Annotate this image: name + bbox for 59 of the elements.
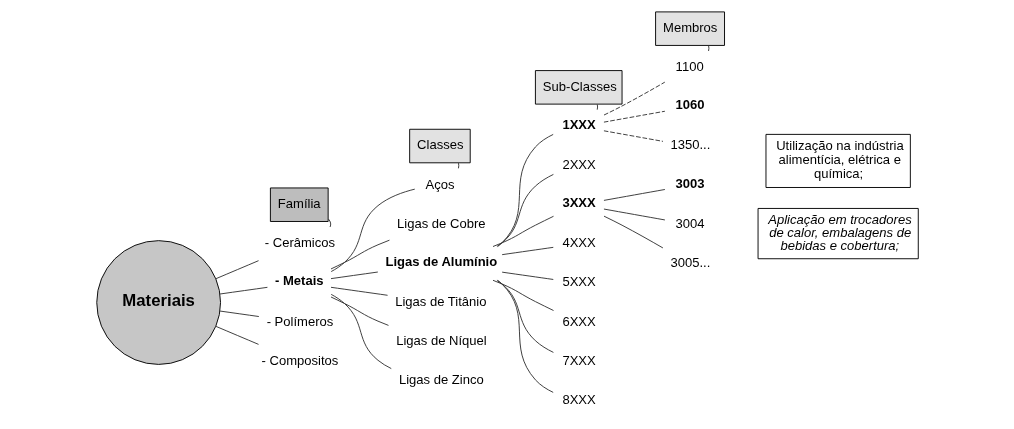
connector	[501, 271, 554, 280]
connector	[492, 279, 554, 311]
connector	[603, 81, 665, 116]
node-text: 7XXX	[561, 352, 596, 368]
connector	[496, 279, 554, 393]
node-text: 1100	[675, 59, 704, 75]
connector	[330, 296, 389, 326]
connector	[603, 215, 663, 249]
connector	[707, 45, 709, 52]
node-text: 8XXX	[561, 391, 596, 407]
node-text: 5XXX	[561, 274, 596, 290]
node-text: 6XXX	[561, 313, 596, 329]
node-text: 1060	[675, 97, 705, 113]
connector	[496, 133, 554, 247]
node-text: Ligas de Cobre	[396, 215, 485, 231]
node-text: 1350...	[669, 137, 710, 153]
node-box: Sub-Classes	[534, 70, 622, 105]
connector	[330, 188, 415, 273]
node-text: 1XXX	[561, 116, 596, 132]
node-text: 3004	[675, 215, 705, 231]
connector	[330, 293, 392, 370]
node-box: Família	[269, 187, 329, 222]
connector	[496, 279, 554, 353]
connector	[330, 271, 378, 280]
connector	[603, 208, 665, 221]
node-box: Aplicação em trocadores de calor, embalagens de bebidas e cobertura;	[757, 208, 919, 260]
node-text: - Compositos	[261, 352, 338, 368]
node-text: 3XXX	[561, 195, 596, 211]
node-box: Utilização na indústria alimentícia, elétrica e química;	[765, 133, 911, 188]
connector	[603, 189, 665, 201]
connector	[219, 310, 259, 317]
connector	[327, 218, 331, 228]
node-text: - Cerâmicos	[264, 235, 335, 251]
connector	[219, 286, 268, 295]
connector	[492, 215, 554, 247]
node-box: Membros	[654, 11, 725, 46]
node-text: 4XXX	[561, 235, 596, 251]
node-text: - Polímeros	[266, 313, 333, 329]
connector	[215, 260, 259, 280]
connector	[215, 325, 259, 345]
node-text: Ligas de Zinco	[398, 372, 484, 388]
connector	[603, 110, 665, 123]
node-text: Ligas de Alumínio	[384, 253, 497, 269]
connector	[603, 130, 663, 142]
node-text: 3005...	[669, 254, 710, 270]
connector	[496, 173, 554, 247]
node-text: - Metais	[274, 273, 324, 289]
node-box: Classes	[408, 128, 471, 164]
node-text: Ligas de Níquel	[395, 333, 487, 349]
connector	[330, 286, 388, 296]
node-text: 2XXX	[561, 157, 596, 173]
connector	[501, 246, 554, 256]
node-text: Ligas de Titânio	[394, 293, 487, 309]
node-circle: Materiais	[95, 240, 221, 365]
node-text: 3003	[675, 175, 705, 191]
node-text: Aços	[425, 176, 454, 192]
connector	[330, 239, 390, 270]
connector	[457, 162, 459, 169]
connector	[596, 103, 598, 111]
